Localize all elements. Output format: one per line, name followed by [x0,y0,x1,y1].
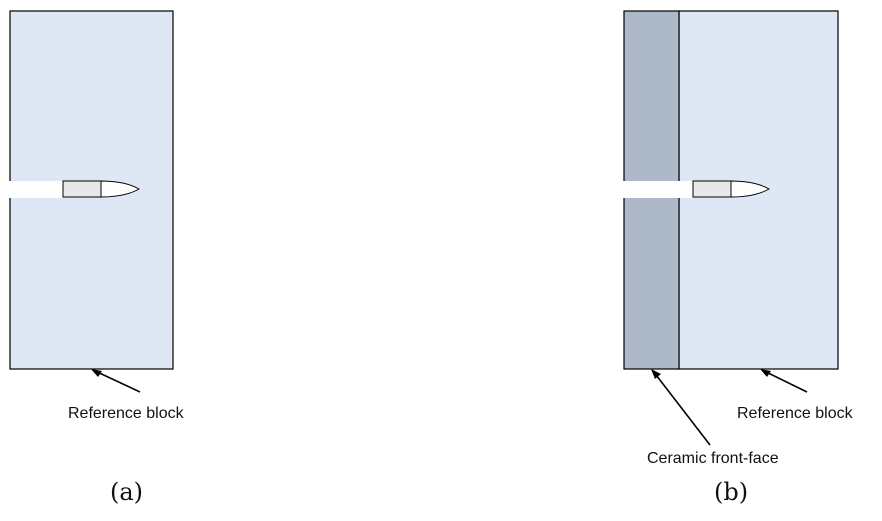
projectile-nose-a [100,180,141,198]
panel-a: Reference block (a) [0,10,185,506]
pointer-arrow-ceramic [652,370,711,446]
panel-b: Reference block Ceramic front-face (b) [622,10,854,506]
pointer-arrowhead-b [760,369,771,377]
caption-a: (a) [110,478,143,506]
pointer-arrow-a [92,369,141,393]
reference-block-label-a: Reference block [68,405,185,422]
pointer-arrow-b [761,369,808,393]
projectile-body-a [62,180,102,198]
projectile-a [62,180,141,198]
reference-block-label-b: Reference block [737,405,854,422]
ceramic-front-face-label: Ceramic front-face [647,450,779,467]
projectile-body-b [692,180,732,198]
projectile-b [692,180,771,198]
penetration-cavity-b [622,181,693,198]
projectile-nose-b [730,180,771,198]
caption-b: (b) [714,478,748,506]
penetration-cavity-a [0,181,63,198]
pointer-arrowhead-a [91,369,102,377]
pointer-arrowhead-ceramic [651,369,661,379]
